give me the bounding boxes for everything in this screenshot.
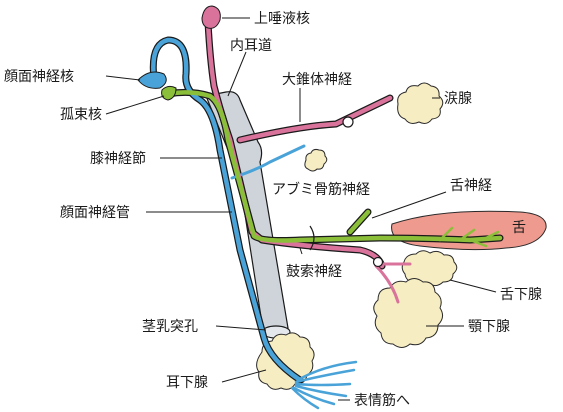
- label-lingual-nerve: 舌神経: [450, 178, 492, 194]
- label-geniculate-ganglion: 膝神経節: [90, 150, 146, 167]
- label-sublingual-gland: 舌下腺: [500, 287, 542, 303]
- label-stylomastoid-foramen: 茎乳突孔: [142, 319, 198, 335]
- solitary-nucleus-shape: [162, 86, 176, 100]
- facial-nucleus-shape: [138, 72, 166, 88]
- lacrimal-gland-shape: [398, 83, 443, 123]
- stapedius-gland-shape: [305, 149, 327, 171]
- label-internal-acoustic-meatus: 内耳道: [230, 38, 272, 54]
- label-solitary-nucleus: 孤束核: [60, 107, 102, 123]
- label-chorda-tympani: 鼓索神経: [286, 263, 342, 280]
- label-superior-salivatory-nucleus: 上唾液核: [254, 11, 310, 27]
- submandibular-gland-shape: [374, 279, 443, 348]
- label-tongue: 舌: [512, 220, 526, 236]
- label-parotid-gland: 耳下腺: [166, 375, 208, 391]
- label-lacrimal-gland: 涙腺: [444, 90, 472, 107]
- superior-salivatory-nucleus-shape: [202, 6, 220, 28]
- label-facial-canal: 顔面神経管: [60, 205, 130, 221]
- label-facial-nucleus: 顔面神経核: [4, 69, 74, 85]
- label-stapedius-nerve: アブミ骨筋神経: [272, 181, 370, 198]
- pterygopalatine-ganglion-marker: [343, 117, 353, 127]
- label-to-facial-muscles: 表情筋へ: [354, 392, 410, 409]
- label-submandibular-gland: 顎下腺: [468, 319, 510, 335]
- submandibular-ganglion-marker: [374, 258, 383, 267]
- label-greater-petrosal-nerve: 大錐体神経: [282, 72, 352, 88]
